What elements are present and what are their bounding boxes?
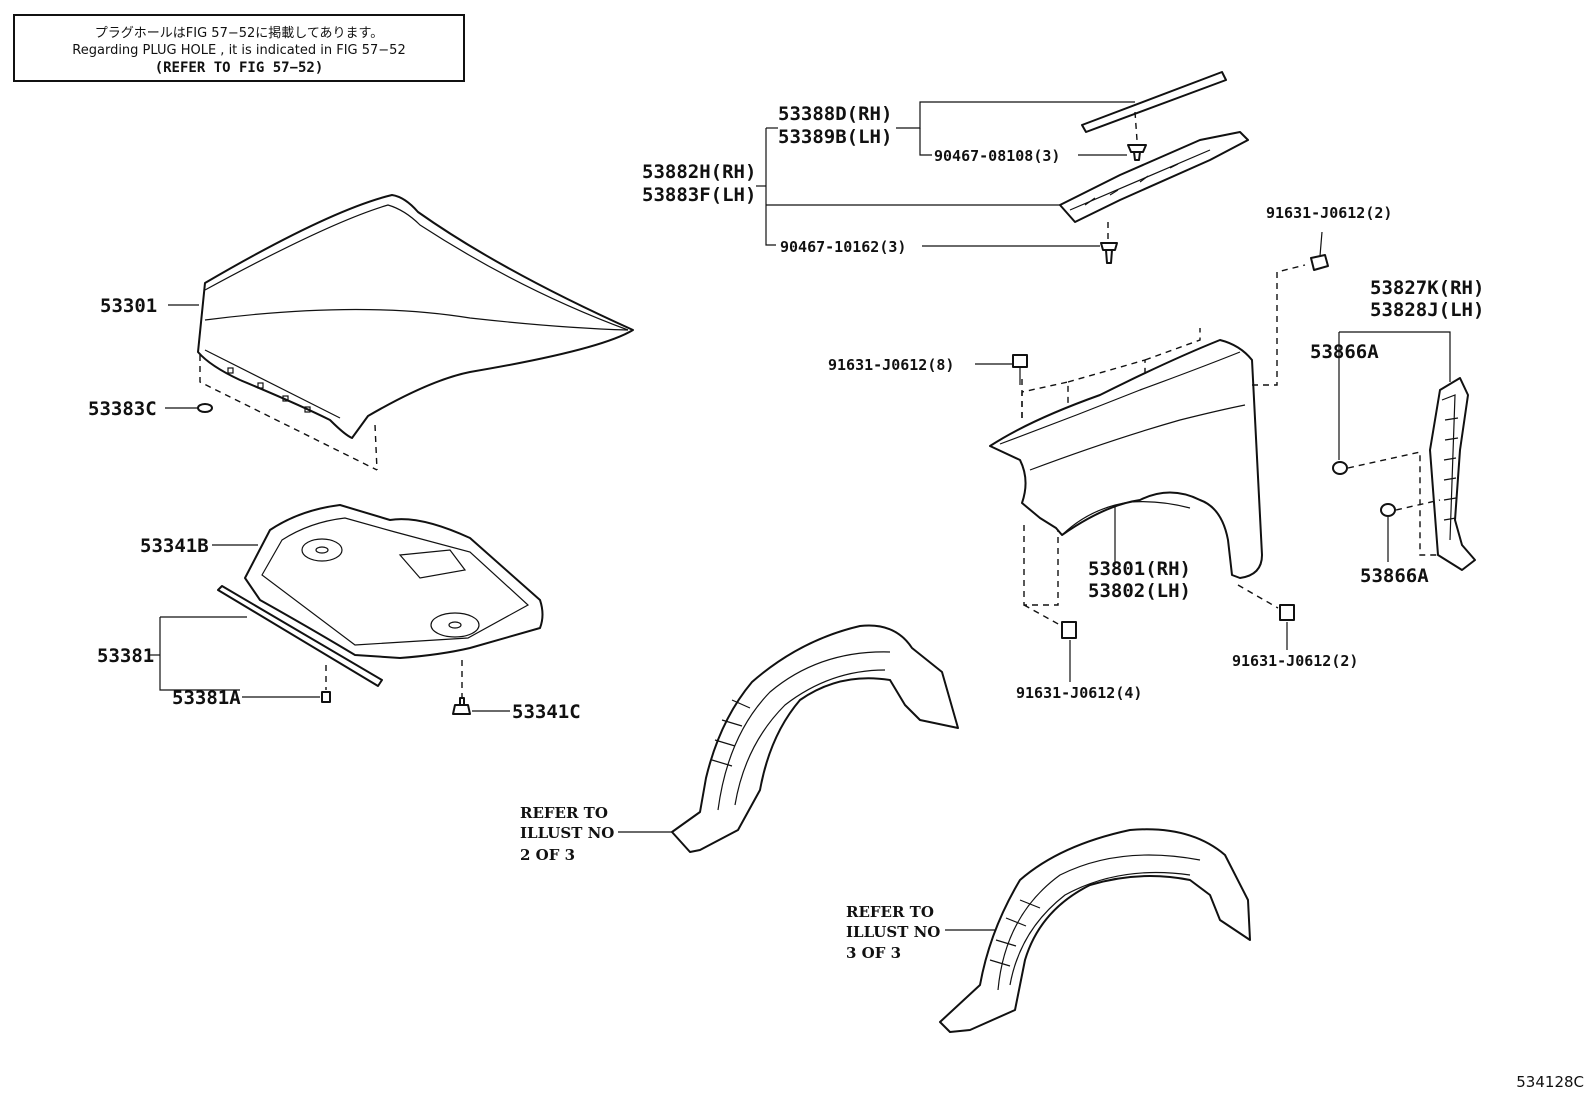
label-91631-4: 91631-J0612(4) — [1016, 684, 1142, 702]
clip-90467-10162[interactable] — [1100, 242, 1118, 264]
label-53866a-bottom: 53866A — [1360, 565, 1429, 587]
label-90467-08108: 90467-08108(3) — [934, 147, 1060, 165]
fender-liner-front[interactable] — [671, 624, 959, 853]
label-53827k: 53827K(RH) — [1370, 277, 1484, 299]
label-53381a: 53381A — [172, 687, 241, 709]
clip-53341c[interactable] — [452, 697, 471, 715]
label-91631-2: 91631-J0612(2) — [1232, 652, 1358, 670]
label-53383c: 53383C — [88, 398, 157, 420]
bolt-91631-2[interactable] — [1279, 604, 1295, 621]
label-91631-8: 91631-J0612(8) — [828, 356, 954, 374]
cowl-seal[interactable] — [1081, 71, 1227, 133]
hood-seal[interactable] — [217, 585, 383, 687]
label-91631-top: 91631-J0612(2) — [1266, 204, 1392, 222]
bolt-91631-4[interactable] — [1061, 621, 1077, 639]
hood-panel[interactable] — [197, 194, 634, 439]
refer1-line2: ILLUST NO — [520, 824, 614, 842]
note-japanese: プラグホールはFIG 57−52に掲載してあります。 — [94, 26, 384, 41]
label-53866a-top: 53866A — [1310, 341, 1379, 363]
clip-53866a-bottom[interactable] — [1380, 503, 1396, 517]
refer2-line2: ILLUST NO — [846, 923, 940, 941]
grommet-53383c[interactable] — [197, 403, 213, 413]
label-90467-10162: 90467-10162(3) — [780, 238, 906, 256]
label-53883f: 53883F(LH) — [642, 184, 756, 206]
note-refer: (REFER TO FIG 57−52) — [154, 60, 324, 76]
label-53802: 53802(LH) — [1088, 580, 1191, 602]
hood-insulator[interactable] — [244, 504, 544, 659]
refer2-line1: REFER TO — [846, 903, 934, 921]
label-53341c: 53341C — [512, 701, 581, 723]
bolt-91631-8[interactable] — [1012, 354, 1028, 385]
plug-hole-note: プラグホールはFIG 57−52に掲載してあります。 Regarding PLU… — [13, 14, 465, 82]
fender-seal[interactable] — [1429, 377, 1476, 571]
note-english: Regarding PLUG HOLE , it is indicated in… — [72, 43, 406, 58]
front-fender[interactable] — [989, 339, 1263, 579]
refer1-line3: 2 OF 3 — [520, 846, 575, 864]
label-53381: 53381 — [97, 645, 154, 667]
clip-53381a[interactable] — [321, 691, 331, 703]
label-53301: 53301 — [100, 295, 157, 317]
label-53828j: 53828J(LH) — [1370, 299, 1484, 321]
label-53341b: 53341B — [140, 535, 209, 557]
refer2-line3: 3 OF 3 — [846, 944, 901, 962]
label-53389b: 53389B(LH) — [778, 126, 892, 148]
refer1-line1: REFER TO — [520, 804, 608, 822]
cowl-bracket[interactable] — [1059, 131, 1249, 223]
label-53388d: 53388D(RH) — [778, 103, 892, 125]
label-53801: 53801(RH) — [1088, 558, 1191, 580]
fender-liner-rear[interactable] — [939, 828, 1251, 1033]
bolt-91631-top[interactable] — [1310, 231, 1329, 271]
figure-id: 534128C — [1516, 1073, 1584, 1091]
clip-53866a-top[interactable] — [1332, 461, 1348, 475]
clip-90467-08108[interactable] — [1127, 144, 1147, 161]
label-53882h: 53882H(RH) — [642, 161, 756, 183]
